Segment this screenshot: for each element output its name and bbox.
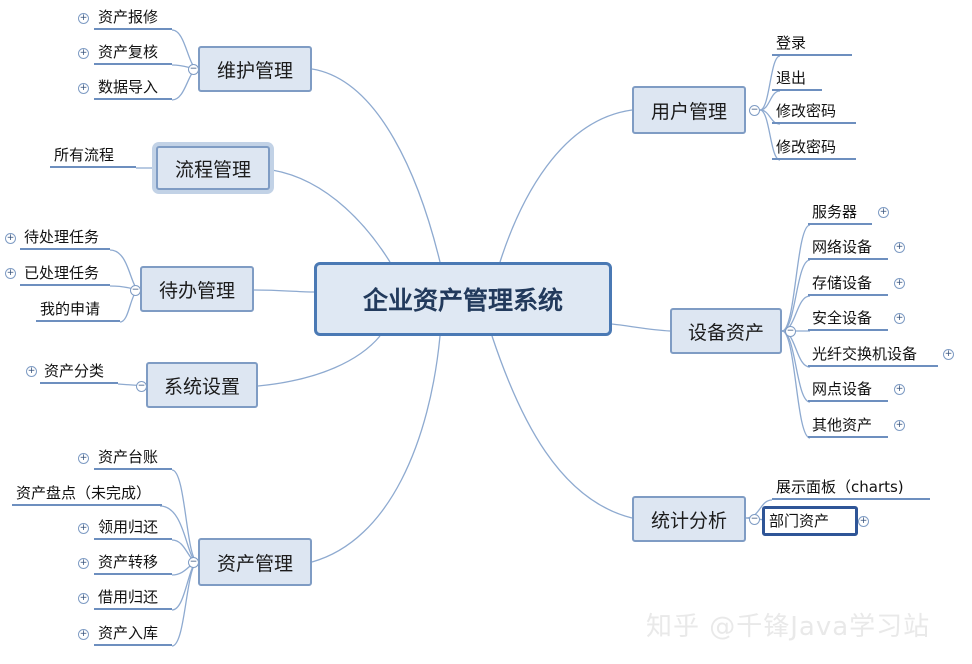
expand-icon[interactable]: + — [5, 268, 16, 279]
leaf-equipment-2[interactable]: 网络设备 — [808, 236, 888, 260]
branch-users[interactable]: 用户管理 — [632, 86, 746, 134]
collapse-icon[interactable]: − — [785, 326, 796, 337]
branch-assets[interactable]: 资产管理 — [198, 538, 312, 586]
expand-icon[interactable]: + — [78, 83, 89, 94]
collapse-icon[interactable]: − — [749, 105, 760, 116]
collapse-icon[interactable]: − — [749, 514, 760, 525]
leaf-equipment-7[interactable]: 其他资产 — [808, 414, 888, 438]
expand-icon[interactable]: + — [78, 453, 89, 464]
expand-icon[interactable]: + — [78, 593, 89, 604]
leaf-assets-3[interactable]: 领用归还 — [94, 516, 172, 540]
leaf-users-1[interactable]: 登录 — [772, 32, 852, 56]
leaf-users-2[interactable]: 退出 — [772, 67, 822, 91]
expand-icon[interactable]: + — [894, 242, 905, 253]
leaf-assets-1[interactable]: 资产台账 — [94, 446, 172, 470]
expand-icon[interactable]: + — [943, 349, 954, 360]
expand-icon[interactable]: + — [78, 523, 89, 534]
expand-icon[interactable]: + — [78, 558, 89, 569]
collapse-icon[interactable]: − — [130, 285, 141, 296]
leaf-assets-2[interactable]: 资产盘点（未完成） — [12, 482, 162, 506]
leaf-maintenance-2[interactable]: 资产复核 — [94, 41, 172, 65]
expand-icon[interactable]: + — [894, 278, 905, 289]
expand-icon[interactable]: + — [894, 313, 905, 324]
branch-settings[interactable]: 系统设置 — [146, 362, 258, 408]
leaf-assets-6[interactable]: 资产入库 — [94, 622, 172, 646]
collapse-icon[interactable]: − — [136, 381, 147, 392]
leaf-assets-5[interactable]: 借用归还 — [94, 586, 172, 610]
central-node[interactable]: 企业资产管理系统 — [314, 262, 612, 336]
branch-workflow[interactable]: 流程管理 — [156, 146, 270, 190]
connector-todo — [253, 289, 315, 293]
leaf-stats-1[interactable]: 展示面板（charts) — [772, 476, 930, 500]
connector-users — [499, 109, 633, 263]
connector-maintenance — [311, 68, 441, 263]
collapse-icon[interactable]: − — [188, 557, 199, 568]
expand-icon[interactable]: + — [858, 516, 869, 527]
connector-workflow — [271, 169, 391, 263]
leaf-workflow-1[interactable]: 所有流程 — [50, 144, 136, 168]
connector-stats — [491, 335, 633, 519]
connector-assets — [311, 335, 441, 563]
collapse-icon[interactable]: − — [188, 64, 199, 75]
leaf-equipment-6[interactable]: 网点设备 — [808, 378, 888, 402]
leaf-equipment-5[interactable]: 光纤交换机设备 — [808, 343, 938, 367]
expand-icon[interactable]: + — [5, 233, 16, 244]
branch-todo[interactable]: 待办管理 — [140, 266, 254, 312]
leaf-assets-4[interactable]: 资产转移 — [94, 551, 172, 575]
leaf-users-3[interactable]: 修改密码 — [772, 100, 856, 124]
leaf-settings-1[interactable]: 资产分类 — [40, 360, 118, 384]
branch-stats[interactable]: 统计分析 — [632, 496, 746, 542]
expand-icon[interactable]: + — [26, 366, 37, 377]
leaf-maintenance-3[interactable]: 数据导入 — [94, 76, 172, 100]
expand-icon[interactable]: + — [78, 48, 89, 59]
leaf-users-4[interactable]: 修改密码 — [772, 136, 856, 160]
branch-equipment[interactable]: 设备资产 — [670, 308, 782, 354]
branch-maintenance[interactable]: 维护管理 — [198, 46, 312, 92]
leaf-todo-1[interactable]: 待处理任务 — [20, 226, 110, 250]
connector-equipment — [611, 323, 671, 332]
expand-icon[interactable]: + — [894, 384, 905, 395]
leaf-stats-2[interactable]: 部门资产 — [762, 506, 858, 536]
leaf-todo-3[interactable]: 我的申请 — [36, 298, 120, 322]
expand-icon[interactable]: + — [78, 13, 89, 24]
connector-settings — [257, 335, 381, 387]
leaf-maintenance-1[interactable]: 资产报修 — [94, 6, 172, 30]
expand-icon[interactable]: + — [894, 420, 905, 431]
leaf-equipment-4[interactable]: 安全设备 — [808, 307, 888, 331]
leaf-todo-2[interactable]: 已处理任务 — [20, 262, 110, 286]
watermark: 知乎 @千锋Java学习站 — [646, 612, 931, 642]
leaf-equipment-1[interactable]: 服务器 — [808, 201, 872, 225]
expand-icon[interactable]: + — [78, 629, 89, 640]
leaf-equipment-3[interactable]: 存储设备 — [808, 272, 888, 296]
expand-icon[interactable]: + — [878, 207, 889, 218]
